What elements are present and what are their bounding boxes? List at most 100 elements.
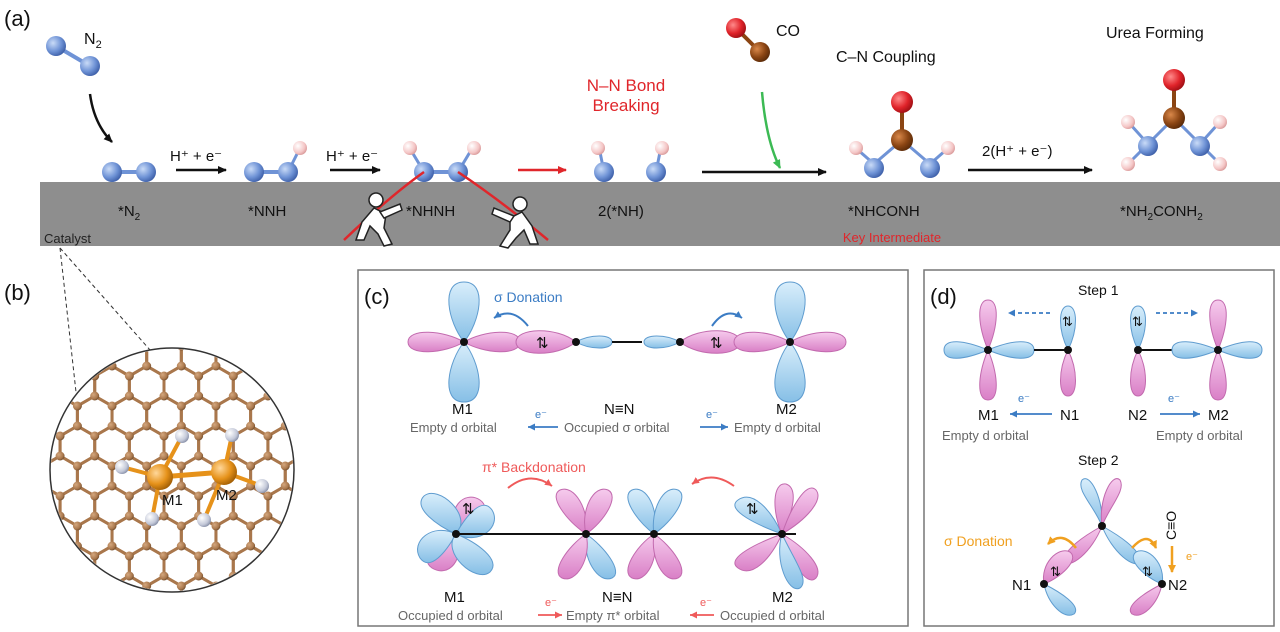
carbon-lattice-atom (176, 461, 186, 471)
zoom-guide-right (59, 247, 151, 351)
lattice-bond (51, 544, 61, 558)
empty-d-orbital-left-label: Empty d orbital (410, 420, 497, 435)
backdonation-arrow-left (507, 477, 553, 489)
co-molecule (726, 18, 770, 62)
electron-label-top-right: e⁻ (706, 409, 718, 421)
lattice-bond (25, 456, 42, 466)
lattice-bond (320, 426, 337, 436)
carbon-lattice-atom (298, 512, 307, 521)
lattice-bond (303, 546, 320, 556)
pi-backdonation-scheme: ⇅ (398, 459, 825, 623)
step2-orbitals: ⇅ ⇅ (1040, 478, 1166, 616)
carbon-lattice-atom (107, 461, 117, 471)
lattice-bond (249, 364, 269, 378)
nitrogen-site (225, 428, 239, 442)
lattice-bond (303, 426, 320, 436)
lattice-bond (233, 336, 250, 346)
carbon-lattice-atom (176, 581, 186, 591)
nitrogen-site (197, 513, 211, 527)
m1-label: M1 (162, 492, 183, 509)
carbon-lattice-atom (159, 391, 169, 401)
co-label-d: C≡O (1163, 511, 1179, 540)
lattice-bond (303, 486, 320, 496)
lattice-bond (216, 606, 233, 616)
step-2-label: Step 2 (1078, 452, 1119, 468)
lattice-bond (284, 544, 293, 558)
electron-label-co: e⁻ (1186, 551, 1198, 563)
n-pi-star-orbital-left (555, 488, 617, 580)
catalyst-label: Catalyst (44, 231, 91, 246)
carbon-lattice-atom (298, 492, 307, 501)
nitrogen-site (255, 479, 269, 493)
carbon-lattice-atom (194, 451, 204, 461)
pulling-person-right-icon (491, 196, 540, 249)
urea-forming-label: Urea Forming (1106, 25, 1204, 42)
carbon-lattice-atom (38, 522, 47, 531)
n-pi-star-orbital-right (627, 488, 683, 580)
nn-bond-breaking-label-1: N–N Bond (587, 76, 665, 95)
occupied-d-orbital-left-label: Occupied d orbital (398, 608, 503, 623)
lattice-bond (51, 514, 61, 528)
carbon-lattice-atom (55, 451, 65, 461)
carbon-lattice-atom (228, 371, 238, 381)
lattice-bond (181, 336, 198, 346)
cn-coupling-label: C–N Coupling (836, 49, 936, 66)
carbon-lattice-atom (246, 361, 256, 371)
carbon-lattice-atom (211, 602, 220, 611)
panel-d: (d) Step 1 ⇅ ⇅ (923, 269, 1275, 627)
m2-label-d: M2 (1208, 407, 1229, 424)
carbon-lattice-atom (159, 371, 169, 381)
lattice-bond (249, 574, 269, 588)
sigma-donation-arrow-d-left (1047, 536, 1077, 549)
nhnh-intermediate (343, 141, 549, 241)
lattice-bond (232, 574, 252, 588)
m1-label-top: M1 (452, 401, 473, 418)
carbon-lattice-atom (124, 371, 134, 381)
carbon-lattice-atom (194, 431, 204, 441)
carbon-lattice-atom (107, 541, 117, 551)
adsorbed-n2 (102, 162, 156, 182)
step1-left-orbitals: ⇅ (943, 299, 1076, 401)
sigma-donation-arrow-right (711, 311, 743, 327)
species-urea-label: *NH2CONH2 (1120, 203, 1203, 223)
carbon-lattice-atom (228, 391, 238, 401)
carbon-lattice-atom (177, 602, 186, 611)
carbon-lattice-atom (315, 542, 324, 551)
carbon-lattice-atom (315, 522, 324, 531)
carbon-lattice-atom (315, 462, 324, 471)
lattice-bond (129, 336, 146, 346)
carbon-lattice-atom (280, 581, 290, 591)
carbon-lattice-atom (315, 402, 324, 411)
carbon-lattice-atom (90, 612, 99, 621)
carbon-lattice-atom (194, 391, 204, 401)
lattice-bond (95, 606, 112, 616)
carbon-lattice-atom (298, 572, 307, 581)
carbon-lattice-atom (246, 602, 255, 611)
lattice-bond (284, 514, 293, 528)
carbon-lattice-atom (280, 481, 290, 491)
carbon-lattice-atom (263, 491, 273, 501)
carbon-lattice-atom (90, 551, 100, 561)
nn-label-top: N≡N (604, 401, 634, 418)
lattice-bond (25, 456, 42, 466)
carbon-lattice-atom (142, 541, 152, 551)
carbon-lattice-atom (142, 361, 152, 371)
carbon-lattice-atom (159, 451, 169, 461)
carbon-lattice-atom (159, 491, 169, 501)
lattice-bond (181, 606, 198, 616)
m1-empty-d-orbital (407, 281, 521, 403)
lattice-bond (216, 336, 233, 346)
electron-label-d-right: e⁻ (1168, 393, 1180, 405)
lattice-bond (284, 514, 293, 528)
lattice-bond (267, 544, 286, 558)
carbon-lattice-atom (107, 401, 117, 411)
carbon-lattice-atom (4, 462, 13, 471)
lattice-bond (268, 336, 285, 346)
carbon-lattice-atom (107, 349, 117, 351)
carbon-lattice-atom (55, 431, 65, 441)
carbon-lattice-atom (176, 401, 186, 411)
lattice-bond (59, 364, 79, 378)
svg-text:⇅: ⇅ (1132, 314, 1143, 329)
pulling-person-left-icon (354, 192, 403, 247)
lattice-bond (267, 544, 286, 558)
